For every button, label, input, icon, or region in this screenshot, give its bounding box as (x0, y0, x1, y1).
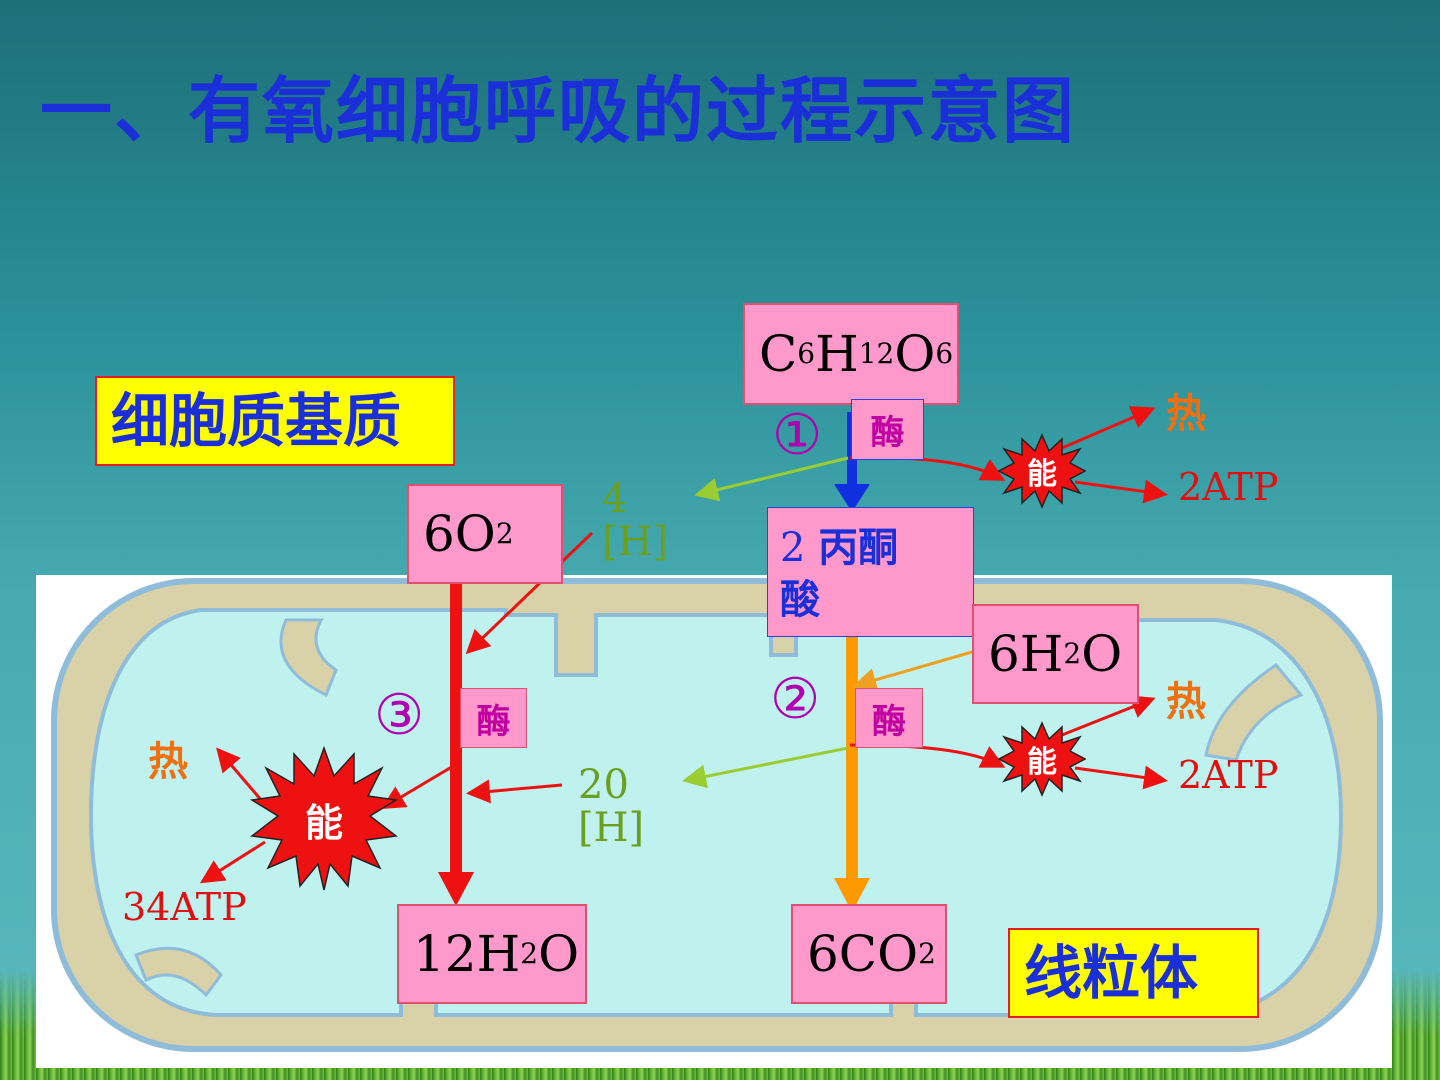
h20-label: 20[H] (578, 762, 645, 852)
heat-label-1: 热 (1166, 391, 1206, 437)
energy-burst-1-label: 能 (1027, 457, 1057, 492)
heat-label-3: 热 (148, 739, 188, 785)
water-out-base: 12H (413, 925, 521, 983)
pyruvate-box: 2 丙酮 酸 (767, 507, 974, 637)
glucose-c: C (759, 325, 798, 383)
atp-label-stage3: 34ATP (122, 885, 247, 929)
co2-base: 6CO (807, 925, 919, 983)
enzyme-box-1: 酶 (851, 399, 924, 460)
step-2-marker: ② (770, 667, 821, 732)
h4-arrow (694, 456, 849, 502)
h4-label: 4[H] (602, 476, 669, 566)
oxygen-base: 6O (423, 505, 496, 563)
page-title: 一、有氧细胞呼吸的过程示意图 (40, 69, 1077, 153)
cytoplasm-label: 细胞质基质 (95, 376, 455, 466)
glucose-h: H (815, 325, 859, 383)
mitochondria-label: 线粒体 (1008, 928, 1259, 1018)
h20-arrow (682, 746, 849, 789)
energy-burst-3: 能 (250, 746, 398, 892)
energy-burst-2: 能 (998, 721, 1086, 797)
pyruvate-name-a: 丙酮 (818, 525, 899, 571)
energy-curve-stage1 (849, 456, 1006, 481)
heat-label-2: 热 (1166, 679, 1206, 725)
water-in-arrow (852, 650, 973, 692)
energy-curve-stage2 (849, 743, 1006, 768)
energy-burst-3-label: 能 (304, 800, 343, 845)
enzyme-box-3: 酶 (460, 688, 527, 748)
atp-arrow-2 (1074, 765, 1168, 790)
h4-to-stage3-arrow (465, 531, 594, 655)
atp-label-stage2: 2ATP (1178, 753, 1279, 797)
atp-arrow-3 (199, 840, 266, 884)
enzyme-box-2: 酶 (855, 688, 923, 748)
pyruvate-count: 2 (780, 525, 806, 571)
step-3-marker: ③ (374, 683, 425, 748)
glucose-o: O (894, 325, 936, 383)
energy-curve-stage3 (380, 763, 456, 810)
atp-label-stage1: 2ATP (1178, 465, 1279, 509)
heat-arrow-1 (1061, 406, 1156, 450)
electron-transport-arrow (438, 568, 474, 906)
water-in-tail: O (1081, 625, 1123, 683)
step-1-marker: ① (772, 403, 823, 468)
energy-burst-2-label: 能 (1027, 745, 1057, 780)
atp-arrow-1 (1074, 479, 1168, 504)
pyruvate-name-b: 酸 (780, 577, 820, 623)
heat-arrow-2 (1061, 695, 1156, 737)
water-out-tail: O (538, 925, 580, 983)
h20-to-stage3-arrow (466, 779, 563, 804)
krebs-arrow (834, 580, 870, 912)
water-in-base: 6H (988, 625, 1064, 683)
energy-burst-1: 能 (998, 433, 1086, 509)
